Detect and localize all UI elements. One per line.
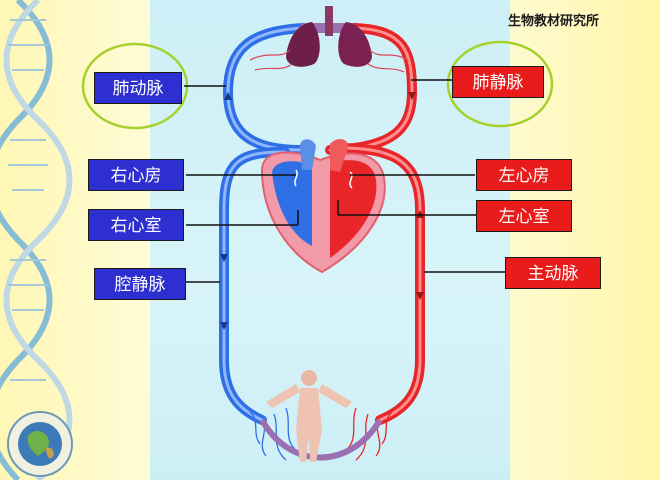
systemic-loop	[219, 143, 425, 425]
dna-helix-decoration	[0, 0, 73, 480]
capillary-network	[249, 407, 393, 461]
label-left-atrium: 左心房	[476, 159, 572, 191]
lungs-illustration	[249, 6, 409, 73]
label-vena-cava: 腔静脉	[94, 268, 186, 300]
label-left-ventricle: 左心室	[476, 200, 572, 232]
label-pulmonary-artery: 肺动脉	[94, 72, 182, 104]
human-figure	[266, 370, 352, 462]
flow-arrows	[220, 92, 424, 330]
brand-caption: 生物教材研究所	[508, 14, 600, 29]
label-pulmonary-vein: 肺静脉	[452, 66, 544, 98]
label-right-ventricle: 右心室	[88, 209, 184, 241]
globe-logo	[7, 411, 73, 477]
label-aorta: 主动脉	[505, 257, 601, 289]
pulmonary-loop	[222, 23, 418, 155]
leader-lines	[184, 79, 505, 283]
highlight-ring-pulmonary-vein	[446, 40, 554, 128]
heart-illustration	[260, 139, 386, 274]
label-right-atrium: 右心房	[88, 159, 184, 191]
